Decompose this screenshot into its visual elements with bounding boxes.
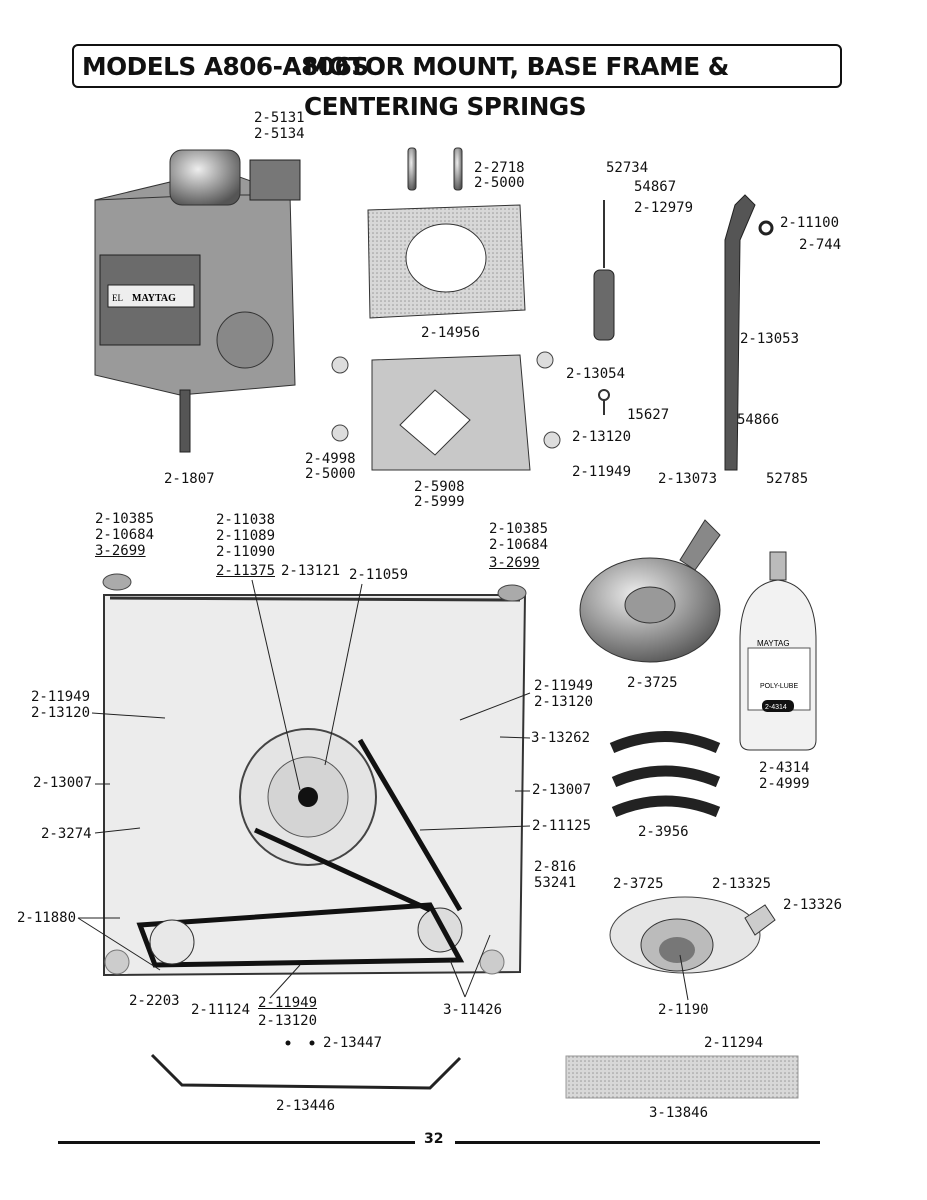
part-label: 52785	[766, 471, 809, 487]
motor-plate-brand: MAYTAG	[132, 293, 176, 304]
part-label: 2-3274	[41, 826, 92, 842]
part-label: 3-2699	[489, 555, 540, 571]
part-label: 2-3956	[638, 824, 689, 840]
page-number: 32	[424, 1131, 444, 1147]
screw-dot	[309, 1040, 315, 1046]
part-label: 2-11090	[216, 544, 276, 560]
part-label: 2-13007	[33, 775, 93, 791]
part-label: 52734	[606, 160, 649, 176]
part-label: 2-744	[799, 237, 842, 253]
part-label: 2-11125	[532, 818, 592, 834]
springs-pair	[407, 147, 463, 191]
part-label: 3-13846	[649, 1105, 709, 1121]
part-label: 2-13053	[740, 331, 800, 347]
motor-plate-prefix: EL	[112, 293, 123, 303]
part-label: 54867	[634, 179, 677, 195]
clutch-assembly	[609, 896, 776, 1001]
belts-3956	[609, 731, 721, 818]
part-label: 2-1807	[164, 471, 215, 487]
footer-rule-left	[58, 1141, 415, 1144]
part-label: 2-11294	[704, 1035, 764, 1051]
part-label: 2-2203	[129, 993, 180, 1009]
part-label: 2-3725	[613, 876, 664, 892]
footer-rule-right	[455, 1141, 820, 1144]
part-label: 2-5000	[305, 466, 356, 482]
part-label: 2-13446	[276, 1098, 336, 1114]
part-label: 2-13120	[534, 694, 594, 710]
part-label: 2-10385	[489, 521, 549, 537]
part-label: 2-11038	[216, 512, 276, 528]
strip-13846	[565, 1055, 799, 1099]
part-label: 2-5000	[474, 175, 525, 191]
part-label: 2-13121	[281, 563, 341, 579]
part-label: 2-5134	[254, 126, 305, 142]
part-label: 2-5999	[414, 494, 465, 510]
part-label: 2-10684	[489, 537, 549, 553]
part-label: 2-13120	[258, 1013, 318, 1029]
part-label: 2-11949	[258, 995, 318, 1011]
bottle-product: POLY-LUBE	[760, 683, 798, 690]
part-label: 2-5908	[414, 479, 465, 495]
lube-bottle: MAYTAG POLY-LUBE 2-4314	[739, 551, 817, 751]
part-label: 2-2718	[474, 160, 525, 176]
rail-13446	[150, 1053, 462, 1090]
page-title-box: MODELS A806-A806S MOTOR MOUNT, BASE FRAM…	[72, 44, 842, 121]
part-label: 2-11089	[216, 528, 276, 544]
part-label: 2-13326	[783, 897, 843, 913]
part-label: 2-13325	[712, 876, 772, 892]
part-label: 2-816	[534, 859, 577, 875]
part-label: 2-11059	[349, 567, 409, 583]
part-label: 3-11426	[443, 1002, 503, 1018]
part-label: 2-13007	[532, 782, 592, 798]
part-label: 2-14956	[421, 325, 481, 341]
part-label: 2-13120	[572, 429, 632, 445]
section-title: MOTOR MOUNT, BASE FRAME & CENTERING SPRI…	[303, 52, 729, 121]
part-label: 2-3725	[627, 675, 678, 691]
part-label: 2-11880	[17, 910, 77, 926]
part-label: 2-10385	[95, 511, 155, 527]
part-label: 53241	[534, 875, 577, 891]
part-label: 2-11124	[191, 1002, 251, 1018]
part-label: 2-4999	[759, 776, 810, 792]
motor-bracket	[331, 351, 561, 471]
part-label: 2-13054	[566, 366, 626, 382]
part-label: 54866	[737, 412, 780, 428]
part-label: 3-2699	[95, 543, 146, 559]
part-label: 2-11100	[780, 215, 840, 231]
base-frame	[102, 573, 527, 977]
part-label: 2-1190	[658, 1002, 709, 1018]
mount-plate	[367, 204, 526, 319]
part-label: 2-13073	[658, 471, 718, 487]
bottle-brand: MAYTAG	[757, 639, 790, 648]
part-label: 2-13120	[31, 705, 91, 721]
part-label: 2-13447	[323, 1035, 383, 1051]
bottle-part: 2-4314	[765, 704, 787, 711]
part-label: 2-12979	[634, 200, 694, 216]
bar-13053	[724, 194, 774, 471]
centering-spring	[593, 200, 615, 415]
pulley-3725	[579, 519, 721, 663]
part-label: 2-11949	[572, 464, 632, 480]
part-label: 15627	[627, 407, 670, 423]
part-label: 2-5131	[254, 110, 305, 126]
screw-dot	[285, 1040, 291, 1046]
part-label: 2-11375	[216, 563, 276, 579]
part-label: 2-4314	[759, 760, 810, 776]
motor-illustration: EL MAYTAG	[94, 149, 301, 453]
part-label: 3-13262	[531, 730, 591, 746]
part-label: 2-10684	[95, 527, 155, 543]
part-label: 2-11949	[534, 678, 594, 694]
part-label: 2-4998	[305, 451, 356, 467]
part-label: 2-11949	[31, 689, 91, 705]
leader-lines	[77, 579, 531, 999]
models-title: MODELS A806-A806S	[82, 52, 369, 81]
